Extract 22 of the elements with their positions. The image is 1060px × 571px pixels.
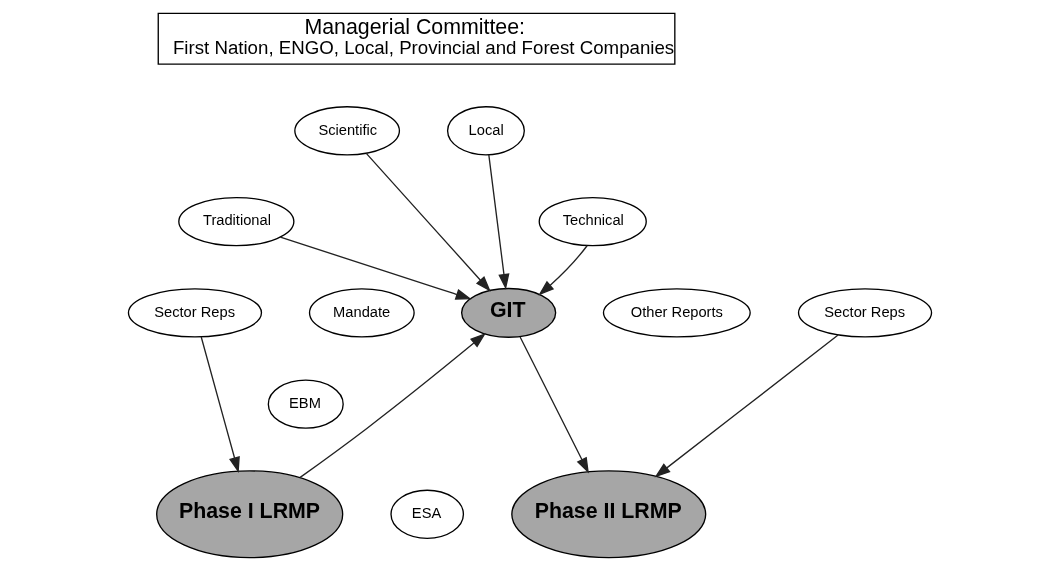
node-ellipse: Technical: [538, 196, 647, 247]
arrow: [200, 336, 240, 473]
node-ellipse: Mandate: [308, 288, 415, 338]
arrow: [279, 236, 472, 300]
node-ellipse: Scientific: [294, 106, 401, 156]
node-ellipse: Sector Reps: [797, 288, 933, 338]
arrow: [365, 152, 491, 292]
arrow: [519, 336, 589, 474]
node-ellipse: ESA: [390, 489, 465, 539]
arrow: [538, 245, 588, 296]
arrow: [654, 334, 839, 478]
node-ellipse: Local: [446, 106, 525, 156]
arrow: [488, 154, 510, 290]
node-ellipse: Traditional: [178, 196, 295, 247]
node-ellipse: Sector Reps: [127, 288, 263, 338]
node-ellipse: Phase I LRMP: [156, 470, 344, 559]
node-box: Managerial Committee: First Nation, ENGO, Local, Provincial and Forest Companies: [157, 12, 676, 65]
node-ellipse: EBM: [267, 379, 344, 429]
arrow: [299, 333, 486, 479]
node-ellipse: Phase II LRMP: [511, 470, 707, 559]
node-ellipse: Other Reports: [602, 288, 751, 338]
node-ellipse: GIT: [460, 287, 557, 338]
